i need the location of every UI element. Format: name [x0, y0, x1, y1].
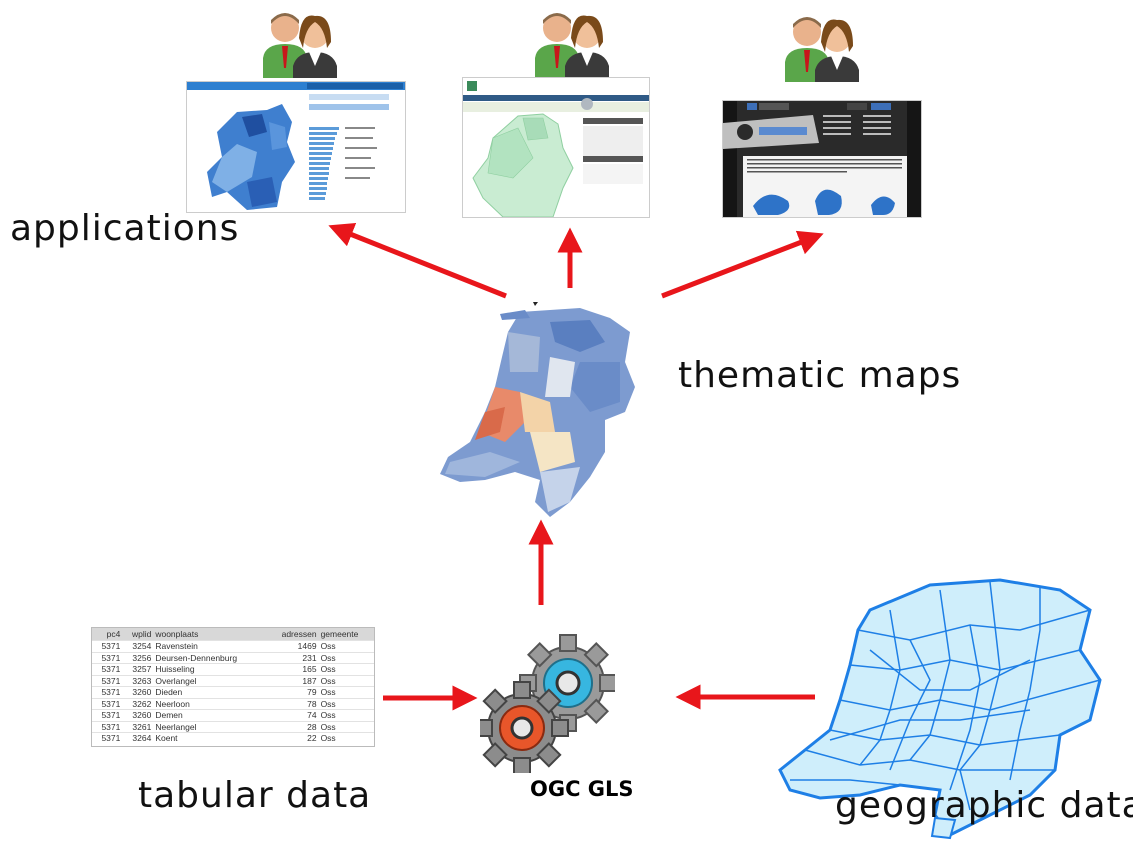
table-header-cell: adressen	[266, 628, 319, 641]
table-cell: Oss	[318, 732, 374, 744]
users-icon	[263, 13, 337, 78]
map-viewer-icon	[463, 78, 649, 217]
table-cell: 28	[266, 720, 319, 733]
table-header-cell: gemeente	[318, 628, 374, 641]
table-cell: 5371	[92, 697, 123, 710]
tabular-data-label: tabular data	[138, 775, 372, 816]
ogc-gls-label: OGC GLS	[530, 777, 634, 801]
tabular-data-table: pc4 wplid woonplaats adressen gemeente 5…	[91, 627, 375, 747]
table-cell: 5371	[92, 640, 123, 652]
table-cell: 3260	[122, 686, 154, 698]
table-header-cell: wplid	[122, 628, 154, 641]
table-cell: 3256	[122, 651, 154, 664]
table-cell: 5371	[92, 709, 123, 721]
application-screenshot-3	[722, 100, 922, 218]
table-cell: Deursen-Dennenburg	[153, 651, 267, 664]
table-cell: 5371	[92, 686, 123, 698]
table-cell: 3262	[122, 697, 154, 710]
table-cell: Oss	[318, 640, 374, 652]
table-header-row: pc4 wplid woonplaats adressen gemeente	[92, 628, 374, 641]
table-cell: 165	[266, 663, 319, 675]
dashboard-map-icon	[187, 82, 405, 210]
table-cell: 3264	[122, 732, 154, 744]
table-cell: Oss	[318, 651, 374, 664]
table-cell: 74	[266, 709, 319, 721]
table-cell: 3254	[122, 640, 154, 652]
table-cell: Dieden	[153, 686, 267, 698]
table-cell: Overlangel	[153, 674, 267, 687]
users-icon	[535, 13, 609, 78]
table-cell: 5371	[92, 651, 123, 664]
table-cell: Oss	[318, 663, 374, 675]
table-cell: 187	[266, 674, 319, 687]
application-screenshot-1	[186, 81, 406, 213]
table-cell: 5371	[92, 674, 123, 687]
table-cell: 5371	[92, 732, 123, 744]
table-cell: Neerloon	[153, 697, 267, 710]
table-cell: 5371	[92, 663, 123, 675]
table-cell: Oss	[318, 686, 374, 698]
geographic-data-label: geographic data	[835, 785, 1133, 826]
table-cell: 78	[266, 697, 319, 710]
table-cell: 5371	[92, 720, 123, 733]
table-cell: 3261	[122, 720, 154, 733]
table-cell: 3260	[122, 709, 154, 721]
table-header-cell: woonplaats	[153, 628, 267, 641]
table-cell: 3263	[122, 674, 154, 687]
table-cell: Oss	[318, 697, 374, 710]
table-cell: 22	[266, 732, 319, 744]
thematic-maps-label: thematic maps	[678, 355, 962, 396]
data-table: pc4 wplid woonplaats adressen gemeente 5…	[92, 628, 374, 744]
table-cell: Oss	[318, 720, 374, 733]
table-cell: 79	[266, 686, 319, 698]
table-header-cell: pc4	[92, 628, 123, 641]
geographic-data-map	[778, 578, 1102, 840]
table-cell: 1469	[266, 640, 319, 652]
table-cell: Oss	[318, 709, 374, 721]
users-icon	[785, 17, 859, 82]
table-cell: Oss	[318, 674, 374, 687]
table-cell: Neerlangel	[153, 720, 267, 733]
applications-label: applications	[10, 208, 240, 249]
arrow-to-applications-right	[661, 230, 824, 299]
monitor-site-icon	[723, 101, 921, 217]
table-cell: Huisseling	[153, 663, 267, 675]
arrow-to-applications-left	[328, 223, 507, 299]
table-cell: 3257	[122, 663, 154, 675]
gear-icon	[480, 634, 615, 773]
table-cell: Koent	[153, 732, 267, 744]
thematic-map	[440, 302, 635, 517]
table-cell: Demen	[153, 709, 267, 721]
application-screenshot-2	[462, 77, 650, 218]
table-cell: 231	[266, 651, 319, 664]
table-cell: Ravenstein	[153, 640, 267, 652]
